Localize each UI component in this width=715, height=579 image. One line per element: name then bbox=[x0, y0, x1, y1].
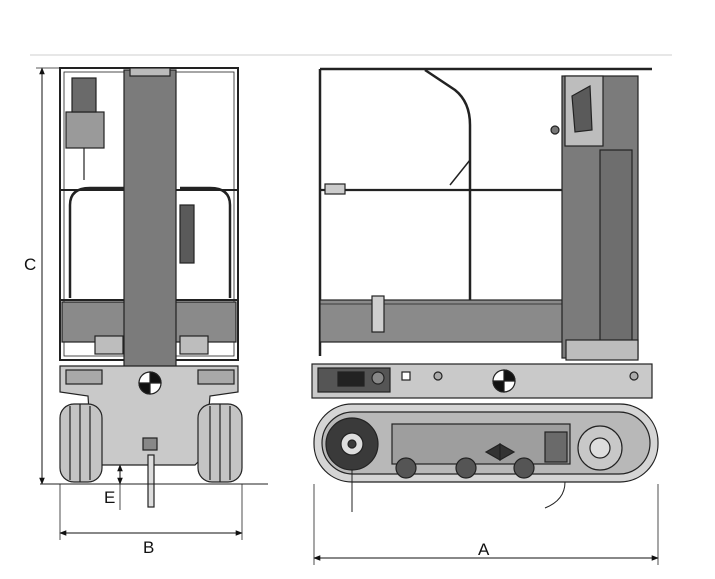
label-a: A bbox=[478, 540, 490, 559]
side-platform bbox=[319, 299, 565, 343]
dimension-a bbox=[313, 484, 659, 565]
dimension-c bbox=[36, 67, 60, 485]
dimension-e bbox=[112, 464, 128, 510]
front-chassis bbox=[59, 365, 239, 466]
label-e: E bbox=[104, 488, 115, 507]
track-roller-1 bbox=[395, 457, 417, 479]
track-roller-3 bbox=[513, 457, 535, 479]
dimension-b bbox=[59, 484, 243, 540]
label-b: B bbox=[143, 538, 154, 557]
track-roller-2 bbox=[455, 457, 477, 479]
control-box bbox=[65, 111, 105, 149]
front-mast bbox=[123, 69, 177, 371]
front-view bbox=[59, 67, 243, 508]
label-c: C bbox=[24, 255, 36, 274]
front-left-wheel bbox=[59, 403, 103, 483]
side-view bbox=[311, 67, 659, 483]
